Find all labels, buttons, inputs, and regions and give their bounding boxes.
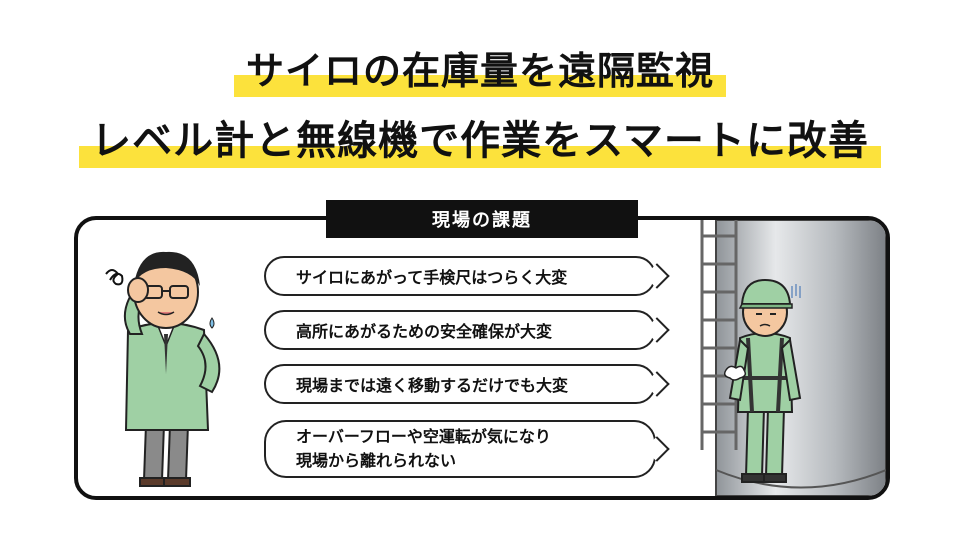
- issue-bubble-1: サイロにあがって手検尺はつらく大変: [264, 256, 656, 296]
- issue-text-2: 高所にあがるための安全確保が大変: [296, 322, 553, 341]
- title-line-1-text: サイロの在庫量を遠隔監視: [233, 40, 727, 97]
- title-line-2-text: レベル計と無線機で作業をスマートに改善: [79, 108, 881, 168]
- worker-glasses-illustration: [105, 251, 221, 487]
- issue-bubble-2: 高所にあがるための安全確保が大変: [264, 310, 656, 350]
- ladder: [700, 220, 738, 450]
- title-line-2: レベル計と無線機で作業をスマートに改善: [0, 108, 960, 168]
- worry-scribble-icon: [105, 269, 124, 286]
- issue-text-4: オーバーフローや空運転が気になり 現場から離れられない: [296, 427, 551, 470]
- worker-cap-illustration: [723, 278, 802, 483]
- issue-bubble-4: オーバーフローや空運転が気になり 現場から離れられない: [264, 420, 656, 478]
- section-label: 現場の課題: [326, 200, 638, 238]
- issue-text-1: サイロにあがって手検尺はつらく大変: [296, 268, 568, 287]
- title-line-1: サイロの在庫量を遠隔監視: [0, 40, 960, 97]
- issue-bubble-3: 現場までは遠く移動するだけでも大変: [264, 364, 656, 404]
- issue-text-3: 現場までは遠く移動するだけでも大変: [296, 376, 569, 395]
